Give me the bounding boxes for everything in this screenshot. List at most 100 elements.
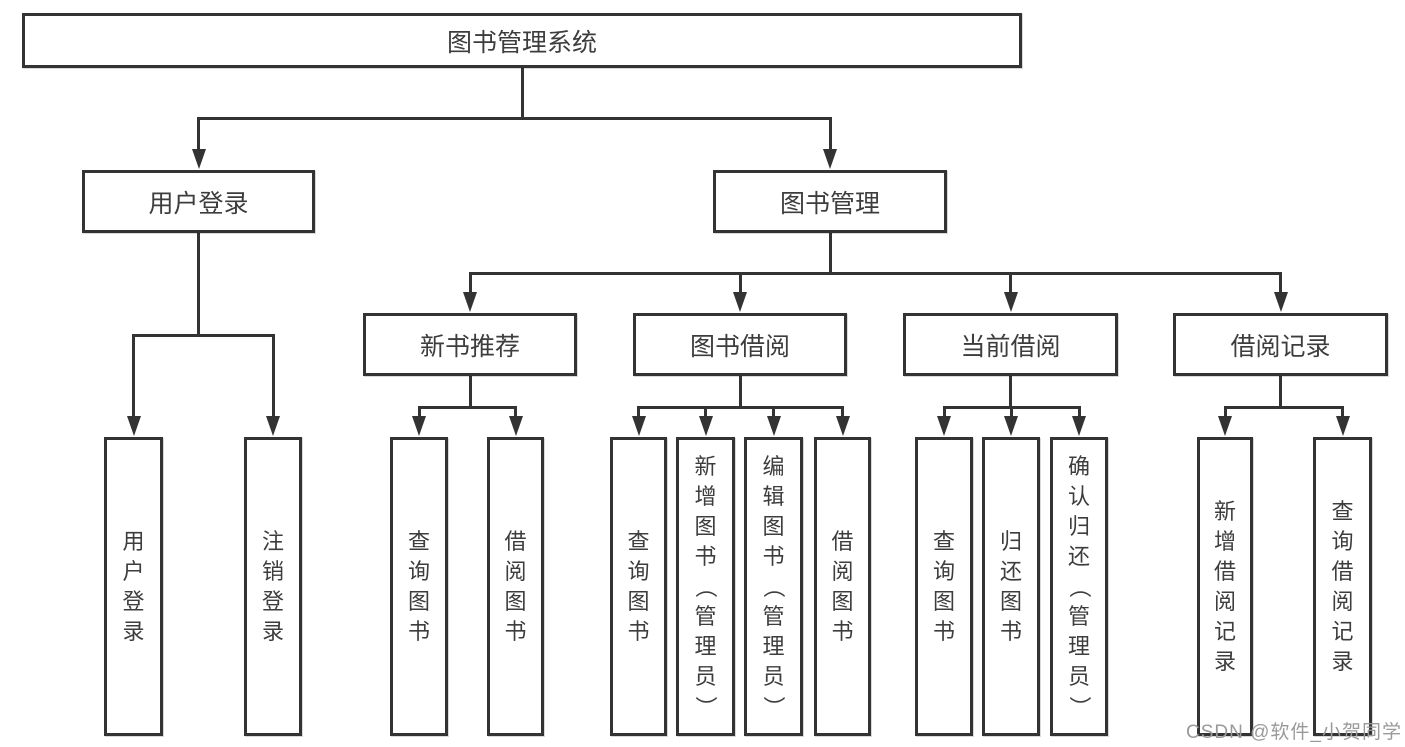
vertical-char: 管 [694,603,717,629]
node-borrow-borrow-books: 借阅图书 [814,437,871,736]
node-label-vertical: 确认归还（管理员） [1053,440,1105,733]
vertical-char: 查 [627,528,650,554]
watermark: CSDN @软件_小贺同学 [1186,722,1402,743]
vertical-char: 新 [1213,498,1236,524]
connector-stub [520,68,524,120]
arrow-down-icon [631,416,646,436]
node-label-vertical: 查询图书 [393,440,445,733]
node-rec-query-books: 查询图书 [390,437,448,736]
node-book-borrow: 图书借阅 [633,313,847,376]
node-label: 图书借阅 [689,332,790,361]
vertical-char: 新 [694,453,717,479]
vertical-char: 增 [694,483,717,509]
arrow-down-icon [698,416,713,436]
vertical-char: 归 [999,528,1022,554]
vertical-char: 理 [762,633,785,659]
vertical-char: 询 [407,558,430,584]
arrow-down-icon [1218,416,1232,436]
connector-stem [417,407,421,420]
vertical-char: 书 [504,618,527,644]
arrow-down-icon [835,416,850,436]
vertical-char: 图 [407,588,430,614]
connector-stem [468,273,472,296]
vertical-char: ） [1066,695,1092,718]
vertical-char: 认 [1067,483,1090,509]
node-records-add: 新增借阅记录 [1197,437,1253,736]
vertical-char: 登 [261,588,284,614]
vertical-char: 借 [831,528,854,554]
connector-stem [197,118,200,153]
vertical-char: 图 [999,588,1022,614]
node-label: 用户登录 [148,189,249,218]
vertical-char: （ [693,575,719,598]
arrow-down-icon [126,416,141,436]
node-label: 图书管理 [779,189,880,218]
vertical-char: 编 [762,453,785,479]
vertical-char: 还 [1067,543,1090,569]
connector-stem [1009,273,1012,296]
vertical-char: 辑 [762,483,785,509]
vertical-char: 图 [831,588,854,614]
connector-stem [704,407,707,420]
vertical-char: 图 [694,513,717,539]
connector-stem [1223,407,1227,420]
node-label-vertical: 编辑图书（管理员） [747,440,800,733]
connector-stem [1279,273,1282,296]
vertical-char: 询 [932,558,955,584]
arrow-down-icon [1273,292,1288,312]
vertical-char: 员 [694,663,717,689]
vertical-char: ） [693,695,719,718]
connector-stub [738,376,742,409]
arrow-down-icon [1072,416,1086,436]
connector-stem [828,118,832,153]
connector-stem [772,407,775,420]
vertical-char: 登 [122,588,145,614]
node-label-vertical: 查询图书 [918,440,970,733]
node-rec-borrow-books: 借阅图书 [487,437,544,736]
connector-branch [637,405,844,409]
vertical-char: 归 [1067,513,1090,539]
vertical-char: 借 [1331,558,1354,584]
vertical-char: 书 [627,618,650,644]
connector-branch [197,116,832,120]
vertical-char: 书 [407,618,430,644]
connector-branch [1223,405,1344,409]
arrow-down-icon [463,292,477,312]
vertical-char: 查 [932,528,955,554]
node-user-login: 用户登录 [82,170,315,233]
arrow-down-icon [1335,416,1350,436]
node-current-query-books: 查询图书 [915,437,973,736]
connector-stem [271,335,275,420]
connector-stem [514,407,517,420]
arrow-down-icon [508,416,523,436]
connector-stub [828,233,832,275]
vertical-char: （ [1066,575,1092,598]
connector-branch [132,333,275,337]
connector-branch [417,405,517,409]
connector-stem [1077,407,1081,420]
node-label-vertical: 新增图书（管理员） [679,440,732,733]
node-new-book-rec: 新书推荐 [363,313,577,376]
vertical-char: 理 [694,633,717,659]
arrow-down-icon [191,149,206,169]
node-borrow-add-books: 新增图书（管理员） [676,437,735,736]
vertical-char: 阅 [1331,588,1354,614]
node-label-vertical: 归还图书 [985,440,1037,733]
node-user-login-leaf: 用户登录 [104,437,163,736]
connector-stem [637,407,640,420]
connector-stub [468,376,472,409]
vertical-char: 阅 [831,558,854,584]
vertical-char: 录 [261,618,284,644]
connector-stub [1009,376,1012,409]
vertical-char: 记 [1213,618,1236,644]
node-current-borrow: 当前借阅 [903,313,1118,376]
node-records-query: 查询借阅记录 [1313,437,1372,736]
vertical-char: 图 [762,513,785,539]
vertical-char: ） [761,695,787,718]
vertical-char: 销 [261,558,284,584]
vertical-char: 还 [999,558,1022,584]
node-book-mgmt: 图书管理 [713,170,947,233]
vertical-char: 确 [1067,453,1090,479]
vertical-char: 员 [1067,663,1090,689]
